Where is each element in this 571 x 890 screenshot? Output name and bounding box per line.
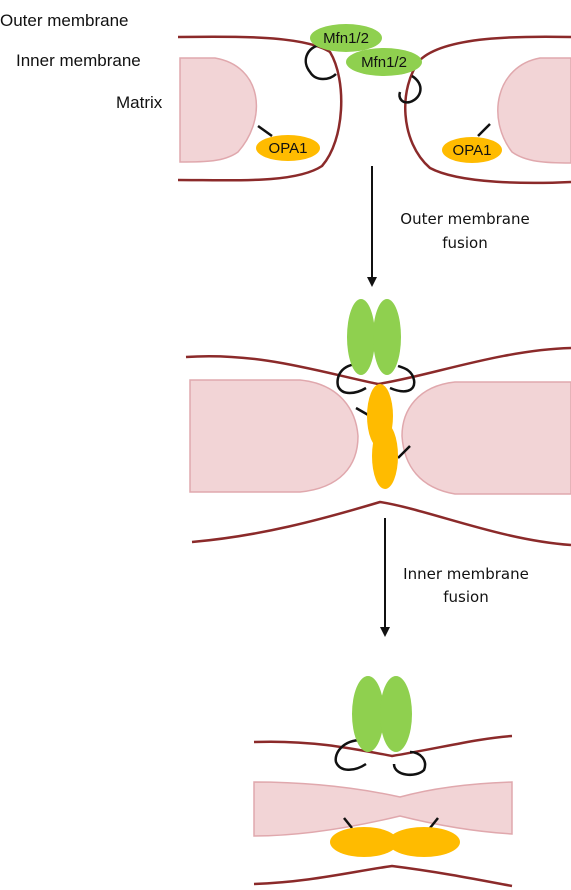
- opa1-label-right: OPA1: [453, 142, 492, 159]
- inner-fusion-label-line1: Inner membrane: [403, 565, 529, 583]
- matrix-right-stage2: [402, 382, 571, 494]
- opa1-left-stage3: [330, 827, 398, 857]
- stage-2-outer-fused: [186, 299, 571, 545]
- matrix-fused-stage3: [254, 782, 512, 836]
- mfn-dimer-right-stage2: [373, 299, 401, 375]
- matrix-left-stage2: [190, 380, 358, 492]
- outer-membrane-label: Outer membrane: [0, 11, 129, 30]
- stage-3-fully-fused: [254, 676, 512, 886]
- mfn-label-b: Mfn1/2: [361, 54, 407, 71]
- matrix-label: Matrix: [116, 93, 163, 112]
- outer-fusion-label-line2: fusion: [442, 234, 487, 252]
- matrix-right-stage1: [498, 58, 571, 163]
- opa1-label-left: OPA1: [269, 140, 308, 157]
- stage-1-before-fusion: Mfn1/2 Mfn1/2 OPA1 OPA1: [178, 24, 571, 183]
- mfn-label-a: Mfn1/2: [323, 30, 369, 47]
- outer-membrane-bottom-stage3: [254, 866, 512, 886]
- opa1-tether-left: [258, 126, 272, 136]
- inner-membrane-label: Inner membrane: [16, 51, 141, 70]
- matrix-left-stage1: [180, 58, 256, 162]
- mfn-dimer-left-stage3: [352, 676, 384, 752]
- opa1-tether-right: [478, 124, 490, 136]
- outer-membrane-bottom-stage2: [192, 502, 571, 545]
- opa1-bottom-stage2: [372, 423, 398, 489]
- mfn-dimer-left-stage2: [347, 299, 375, 375]
- inner-fusion-label-line2: fusion: [443, 588, 488, 606]
- outer-fusion-label-line1: Outer membrane: [400, 210, 529, 228]
- opa1-right-stage3: [388, 827, 460, 857]
- mfn-dimer-right-stage3: [380, 676, 412, 752]
- outer-membrane-top-stage3: [254, 736, 512, 756]
